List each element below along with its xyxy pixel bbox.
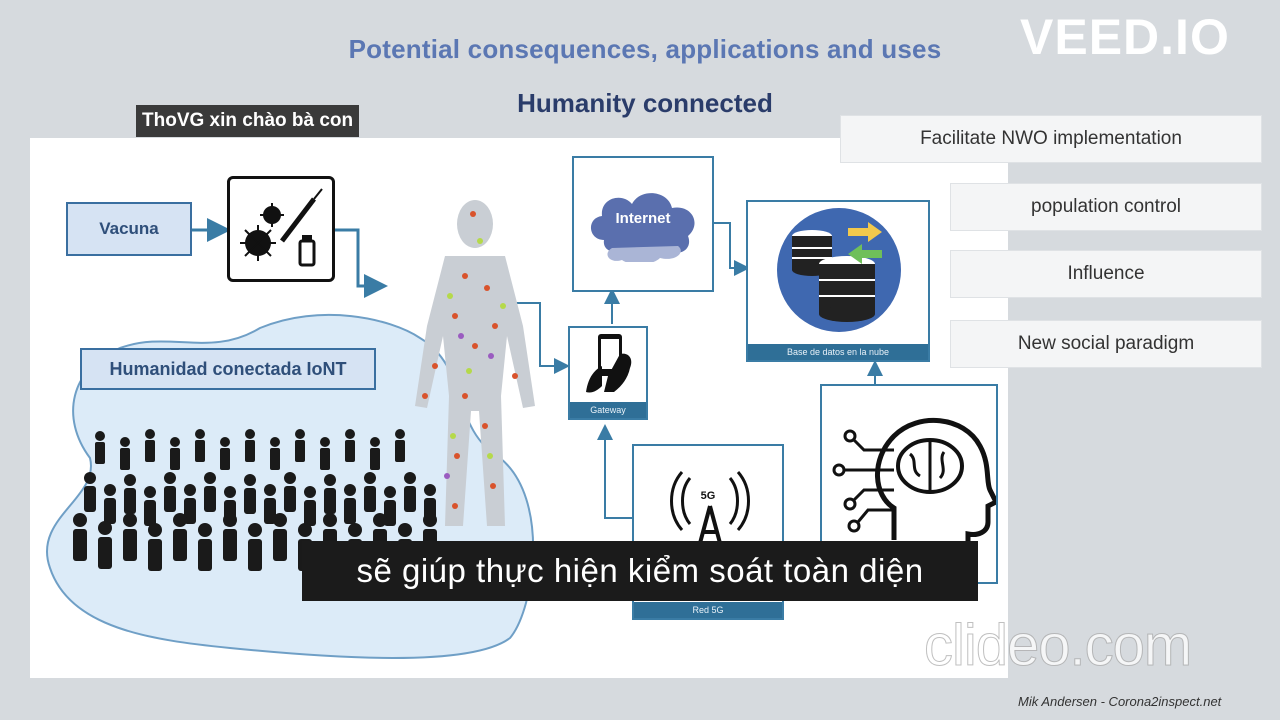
clideo-watermark: clideo.com bbox=[923, 613, 1192, 679]
ai-brain-head-icon bbox=[832, 417, 996, 552]
side-item-influence: Influence bbox=[950, 250, 1262, 298]
cloud-icon bbox=[590, 193, 695, 262]
database-frame: Base de datos en la nube bbox=[746, 200, 930, 362]
vacuna-label: Vacuna bbox=[66, 202, 192, 256]
side-item-nwo: Facilitate NWO implementation bbox=[840, 115, 1262, 163]
human-body-illustration bbox=[415, 200, 535, 526]
side-item-population-control: population control bbox=[950, 183, 1262, 231]
humanidad-conectada-label: Humanidad conectada IoNT bbox=[80, 348, 376, 390]
slide-title: Potential consequences, applications and… bbox=[348, 34, 942, 64]
channel-tag: ThoVG xin chào bà con bbox=[136, 105, 360, 137]
internet-label: Internet bbox=[615, 210, 671, 227]
video-subtitle: sẽ giúp thực hiện kiểm soát toàn diện bbox=[302, 541, 978, 601]
internet-frame: Internet bbox=[572, 156, 714, 292]
slide-credit: Mik Andersen - Corona2inspect.net bbox=[1018, 694, 1222, 709]
gateway-label: Gateway bbox=[570, 402, 646, 418]
database-icon bbox=[777, 208, 901, 332]
side-item-social-paradigm: New social paradigm bbox=[950, 320, 1262, 368]
diagram-connectors bbox=[192, 218, 883, 519]
badge-5g: 5G bbox=[700, 490, 716, 502]
vaccine-virus-icon bbox=[227, 176, 335, 282]
database-label: Base de datos en la nube bbox=[748, 344, 928, 360]
slide-subtitle: Humanity connected bbox=[517, 88, 773, 118]
red5g-label: Red 5G bbox=[634, 602, 782, 618]
antenna-5g-icon bbox=[670, 471, 750, 559]
smartphone-hand-icon bbox=[586, 334, 632, 393]
gateway-frame: Gateway bbox=[568, 326, 648, 420]
veed-watermark: VEED.IO bbox=[1020, 9, 1230, 65]
